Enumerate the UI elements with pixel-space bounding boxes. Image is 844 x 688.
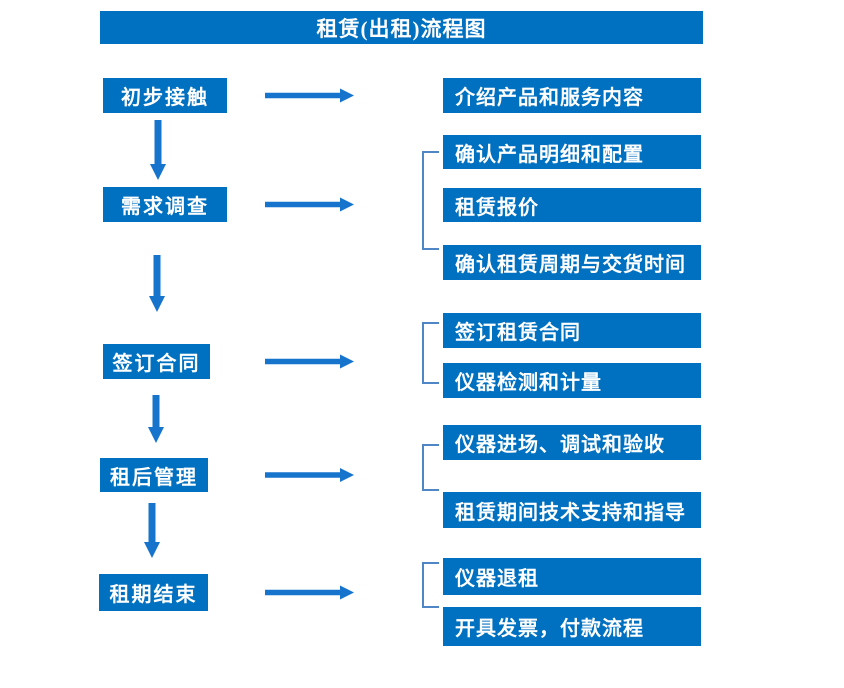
stage-box-initial-contact: 初步接触 bbox=[103, 78, 227, 113]
detail-box-confirm-product-config: 确认产品明细和配置 bbox=[443, 135, 701, 169]
stage-box-post-rental-management: 租后管理 bbox=[100, 458, 208, 492]
flowchart-title: 租赁(出租)流程图 bbox=[100, 11, 703, 44]
arrow-right-icon bbox=[265, 88, 354, 600]
detail-box-instrument-inspection: 仪器检测和计量 bbox=[443, 363, 701, 398]
stage-box-sign-contract: 签订合同 bbox=[103, 344, 210, 379]
detail-box-confirm-period-delivery: 确认租赁周期与交货时间 bbox=[443, 245, 701, 280]
stage-box-demand-survey: 需求调查 bbox=[103, 187, 227, 222]
detail-box-technical-support: 租赁期间技术支持和指导 bbox=[443, 492, 701, 528]
detail-box-introduce-products: 介绍产品和服务内容 bbox=[443, 78, 701, 113]
detail-box-instrument-return: 仪器退租 bbox=[443, 558, 701, 595]
stage-box-rental-end: 租期结束 bbox=[99, 574, 208, 611]
detail-box-sign-rental-contract: 签订租赁合同 bbox=[443, 313, 701, 348]
arrow-down-icon bbox=[144, 120, 166, 558]
detail-box-instrument-setup-acceptance: 仪器进场、调试和验收 bbox=[443, 425, 701, 460]
detail-box-invoice-payment: 开具发票，付款流程 bbox=[443, 607, 701, 646]
detail-box-rental-quotation: 租赁报价 bbox=[443, 188, 701, 222]
group-bracket bbox=[422, 151, 439, 608]
